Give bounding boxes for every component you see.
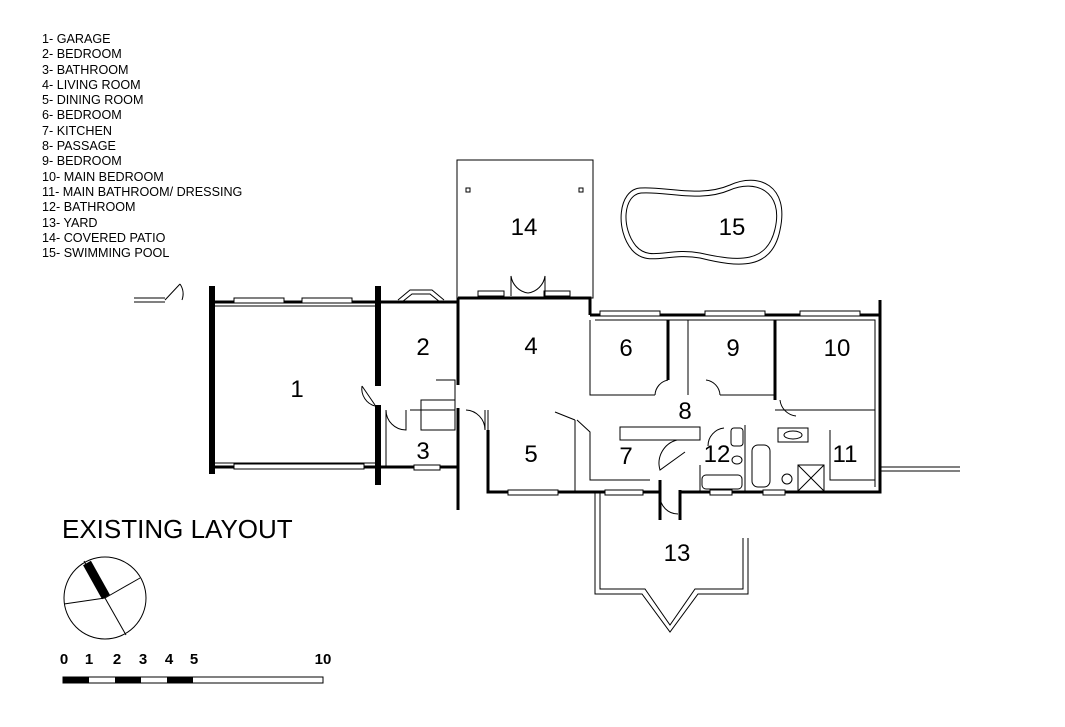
room-label-yard: 13: [664, 540, 691, 567]
doors: [164, 275, 797, 515]
legend-item-bathroom-3: 3- BATHROOM: [42, 62, 129, 77]
legend-item-main-bathroom: 11- MAIN BATHROOM/ DRESSING: [42, 184, 243, 199]
room-label-bathroom-12: 12: [704, 441, 731, 468]
scale-label-0: 0: [60, 651, 68, 668]
scale-label-3: 3: [139, 651, 147, 668]
room-label-garage: 1: [290, 376, 303, 403]
scale-label-1: 1: [85, 651, 93, 668]
scale-label-10: 10: [315, 651, 332, 668]
external-walls: [134, 286, 960, 520]
room-label-covered-patio: 14: [511, 214, 538, 241]
layout-title: EXISTING LAYOUT: [62, 514, 293, 544]
legend-item-passage: 8- PASSAGE: [42, 139, 116, 154]
room-label-living-room: 4: [524, 333, 537, 360]
legend-item-living-room: 4- LIVING ROOM: [42, 77, 141, 92]
legend-item-swimming-pool: 15- SWIMMING POOL: [42, 246, 170, 261]
windows: [233, 289, 861, 496]
legend-item-dining-room: 5- DINING ROOM: [42, 93, 144, 108]
scale-label-5: 5: [190, 651, 198, 668]
room-label-bedroom-2: 2: [416, 334, 429, 361]
legend-item-bathroom-12: 12- BATHROOM: [42, 200, 136, 215]
room-label-passage: 8: [678, 398, 691, 425]
yard-outline: [594, 492, 749, 633]
swimming-pool-outline: [620, 179, 783, 265]
room-label-bedroom-9: 9: [726, 335, 739, 362]
legend: 1- GARAGE 2- BEDROOM 3- BATHROOM 4- LIVI…: [42, 32, 242, 261]
room-label-swimming-pool: 15: [719, 214, 746, 241]
room-label-dining-room: 5: [524, 441, 537, 468]
north-arrow-icon: [63, 556, 147, 640]
legend-item-covered-patio: 14- COVERED PATIO: [42, 230, 166, 245]
room-label-bedroom-6: 6: [619, 335, 632, 362]
legend-item-bedroom-6: 6- BEDROOM: [42, 108, 122, 123]
legend-item-garage: 1- GARAGE: [42, 32, 111, 46]
scale-label-2: 2: [113, 651, 121, 668]
scale-bar: 0 1 2 3 4 5 10: [60, 651, 332, 684]
room-label-main-bedroom: 10: [824, 335, 851, 362]
scale-label-4: 4: [165, 651, 174, 668]
legend-item-main-bedroom: 10- MAIN BEDROOM: [42, 169, 164, 184]
legend-item-kitchen: 7- KITCHEN: [42, 123, 112, 138]
legend-item-yard: 13- YARD: [42, 215, 98, 230]
room-label-kitchen: 7: [619, 443, 632, 470]
legend-item-bedroom-2: 2- BEDROOM: [42, 47, 122, 62]
room-label-main-bathroom: 11: [833, 441, 858, 468]
legend-item-bedroom-9: 9- BEDROOM: [42, 154, 122, 169]
room-label-bathroom-3: 3: [416, 438, 429, 465]
